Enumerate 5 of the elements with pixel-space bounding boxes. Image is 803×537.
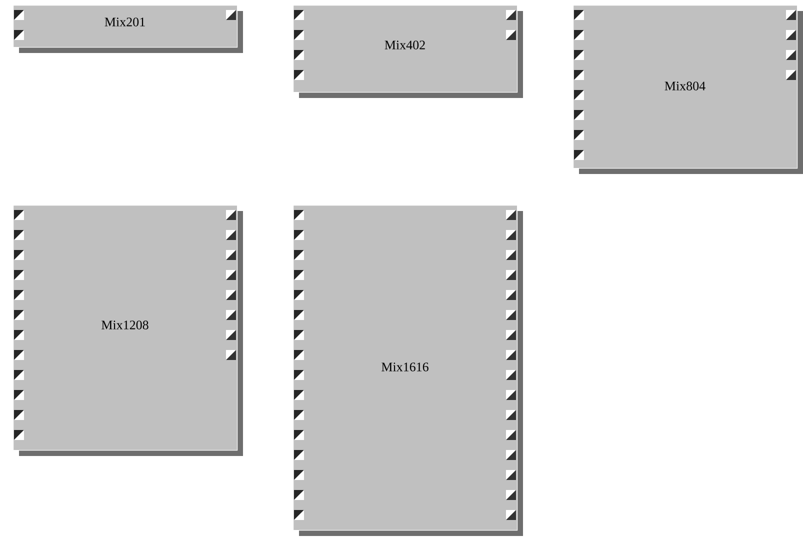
- mixer-block: Mix1616: [293, 205, 523, 536]
- mixer-block: Mix1208: [13, 205, 243, 456]
- mixer-block: Mix804: [573, 5, 803, 174]
- mixer-block: Mix201: [13, 5, 243, 53]
- mixer-block: Mix402: [293, 5, 523, 98]
